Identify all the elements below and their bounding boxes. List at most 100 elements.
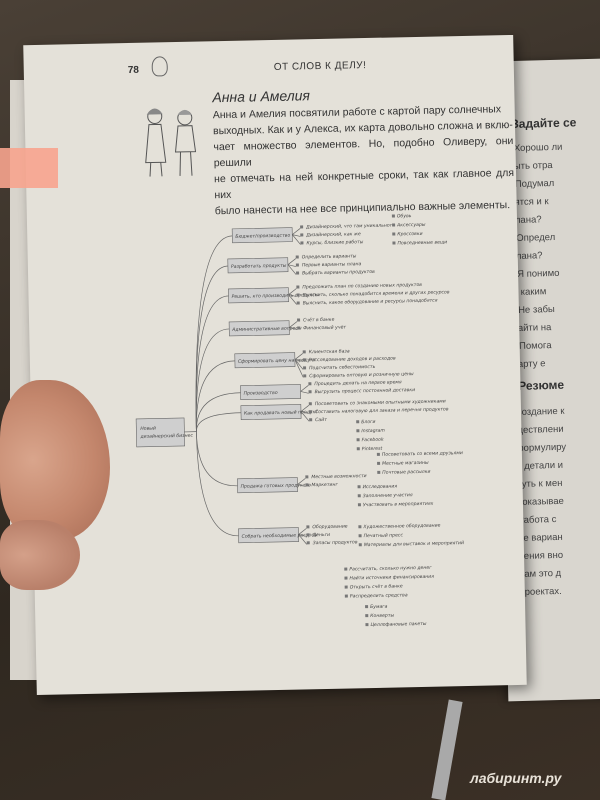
checkbox-icon (365, 614, 369, 618)
checkbox-icon (296, 285, 300, 289)
mindmap-subitem: Участвовать в мероприятиях (363, 501, 434, 508)
mindmap-subitem: Бумага (370, 604, 388, 610)
mindmap-item: Местные возможности (311, 473, 366, 480)
checkbox-icon (376, 452, 380, 456)
mindmap-item: Дизайнерский, что там уникального (305, 222, 395, 230)
mindmap-subitem: Открыть счёт в банке (350, 583, 403, 590)
checkbox-icon (308, 410, 313, 414)
mindmap-node-label: Продажа готовых продуктов (240, 482, 311, 489)
branch-line (196, 431, 239, 537)
mindmap-subitem: Кроссовки (397, 231, 422, 238)
root-node-label: Новый (140, 426, 156, 432)
right-heading-1: Задайте се (511, 115, 577, 132)
checkbox-icon (296, 293, 300, 297)
item-line (300, 411, 310, 414)
checkbox-icon (308, 402, 312, 406)
mindmap-subitem: Исследования (363, 483, 398, 490)
checkbox-icon (306, 541, 310, 545)
mindmap-subitem: Местные магазины (382, 460, 429, 467)
mindmap-subitem: Упаковочные материалы (371, 630, 432, 633)
checkbox-icon (295, 263, 299, 267)
checkbox-icon (392, 223, 396, 227)
mindmap-item: Клиентская база (309, 348, 350, 355)
item-line (294, 353, 303, 360)
mindmap-node-label: Разработать продукты (231, 263, 287, 270)
checkbox-icon (357, 485, 361, 489)
branch-line (195, 328, 230, 432)
checkbox-icon (308, 390, 312, 394)
hand-fingers (0, 520, 80, 590)
mindmap-item: Выяснить, какое оборудование и ресурсы п… (303, 298, 438, 307)
mindmap-node-label: Собрать необходимые ресурсы (242, 532, 319, 540)
item-line (294, 359, 304, 362)
left-page: 78 ОТ СЛОВ К ДЕЛУ! Анна и Амелия Анна и … (23, 34, 527, 696)
mindmap-item: Подсчитать себестоимость (309, 364, 376, 371)
branch-line (196, 360, 235, 432)
item-line (298, 534, 308, 545)
mindmap-item: Финансовый учёт (303, 324, 346, 331)
mindmap-subitem: Блоги (361, 419, 375, 425)
mindmap-subitem: Распределить средства (350, 592, 408, 599)
checkbox-icon (344, 567, 348, 571)
checkbox-icon (344, 576, 348, 580)
item-line (288, 294, 297, 297)
mindmap-item: Выяснить, сколько понадобится времени и … (302, 289, 449, 298)
checkbox-icon (392, 241, 396, 245)
branch-line (196, 392, 241, 432)
mindmap-item: Счёт в банке (303, 317, 335, 324)
item-line (287, 258, 296, 265)
checkbox-icon (300, 225, 304, 229)
mindmap-item: Предложить план по созданию новых продук… (302, 282, 422, 291)
mindmap-subitem: Художественное оборудование (362, 523, 440, 531)
branch-line (196, 412, 241, 432)
checkbox-icon (297, 326, 301, 330)
item-line (292, 234, 301, 245)
mindmap-item: Выгрузить процесс постоянной доставки (315, 387, 416, 395)
mindmap-item: Курсы, близкие работы (306, 239, 363, 246)
mindmap-subitem: Найти источники финансирования (349, 574, 434, 582)
mindmap-item: Деньги (312, 532, 331, 538)
checkbox-icon (358, 543, 362, 547)
hand-thumb (0, 380, 110, 540)
mindmap-item: Сформировать оптовую и розничную цены (309, 371, 414, 379)
mindmap-item: Сайт (315, 417, 327, 423)
item-line (297, 484, 306, 487)
item-line (287, 264, 297, 267)
mindmap-subitem: Обувь (397, 213, 412, 219)
checkbox-icon (344, 594, 348, 598)
mindmap-item: Процедить делать на первое время (314, 379, 402, 387)
mindmap-subitem: Повседневные вещи (397, 239, 447, 246)
item-line (288, 294, 298, 305)
watermark: лабиринт.ру (470, 770, 562, 786)
item-line (300, 411, 310, 422)
mindmap-item: Расследование доходов и расходов (309, 355, 396, 363)
item-line (300, 391, 309, 394)
mindmap-subitem: Facebook (362, 437, 384, 443)
mindmap-subitem: Печатный пресс (364, 532, 404, 539)
checkbox-icon (302, 358, 306, 362)
item-line (289, 327, 298, 330)
checkbox-icon (305, 483, 309, 487)
checkbox-icon (297, 318, 301, 322)
mindmap-item: Определить варианты (302, 253, 357, 260)
mindmap-node-label: Бюджет/производство (235, 233, 290, 240)
mindmap-subitem: Материалы для выставок и мероприятий (364, 540, 464, 548)
checkbox-icon (356, 438, 360, 442)
mindmap-subitem: Заполнение участия (363, 492, 413, 499)
page-number: 78 (127, 64, 140, 77)
checkbox-icon (365, 623, 369, 627)
checkbox-icon (358, 534, 362, 538)
checkbox-icon (300, 241, 304, 245)
checkbox-icon (302, 350, 306, 354)
mindmap-item: Маркетинг (311, 482, 338, 489)
mindmap-item: Составить налоговую для заказа и перечня… (315, 406, 449, 415)
mindmap-subitem: Конверты (370, 613, 394, 620)
checkbox-icon (365, 605, 369, 609)
lightbulb-icon (151, 56, 168, 77)
checkbox-icon (357, 494, 361, 498)
item-line (298, 528, 307, 535)
checkbox-icon (303, 366, 307, 370)
item-line (287, 264, 297, 275)
checkbox-icon (377, 461, 381, 465)
checkbox-icon (300, 233, 304, 237)
